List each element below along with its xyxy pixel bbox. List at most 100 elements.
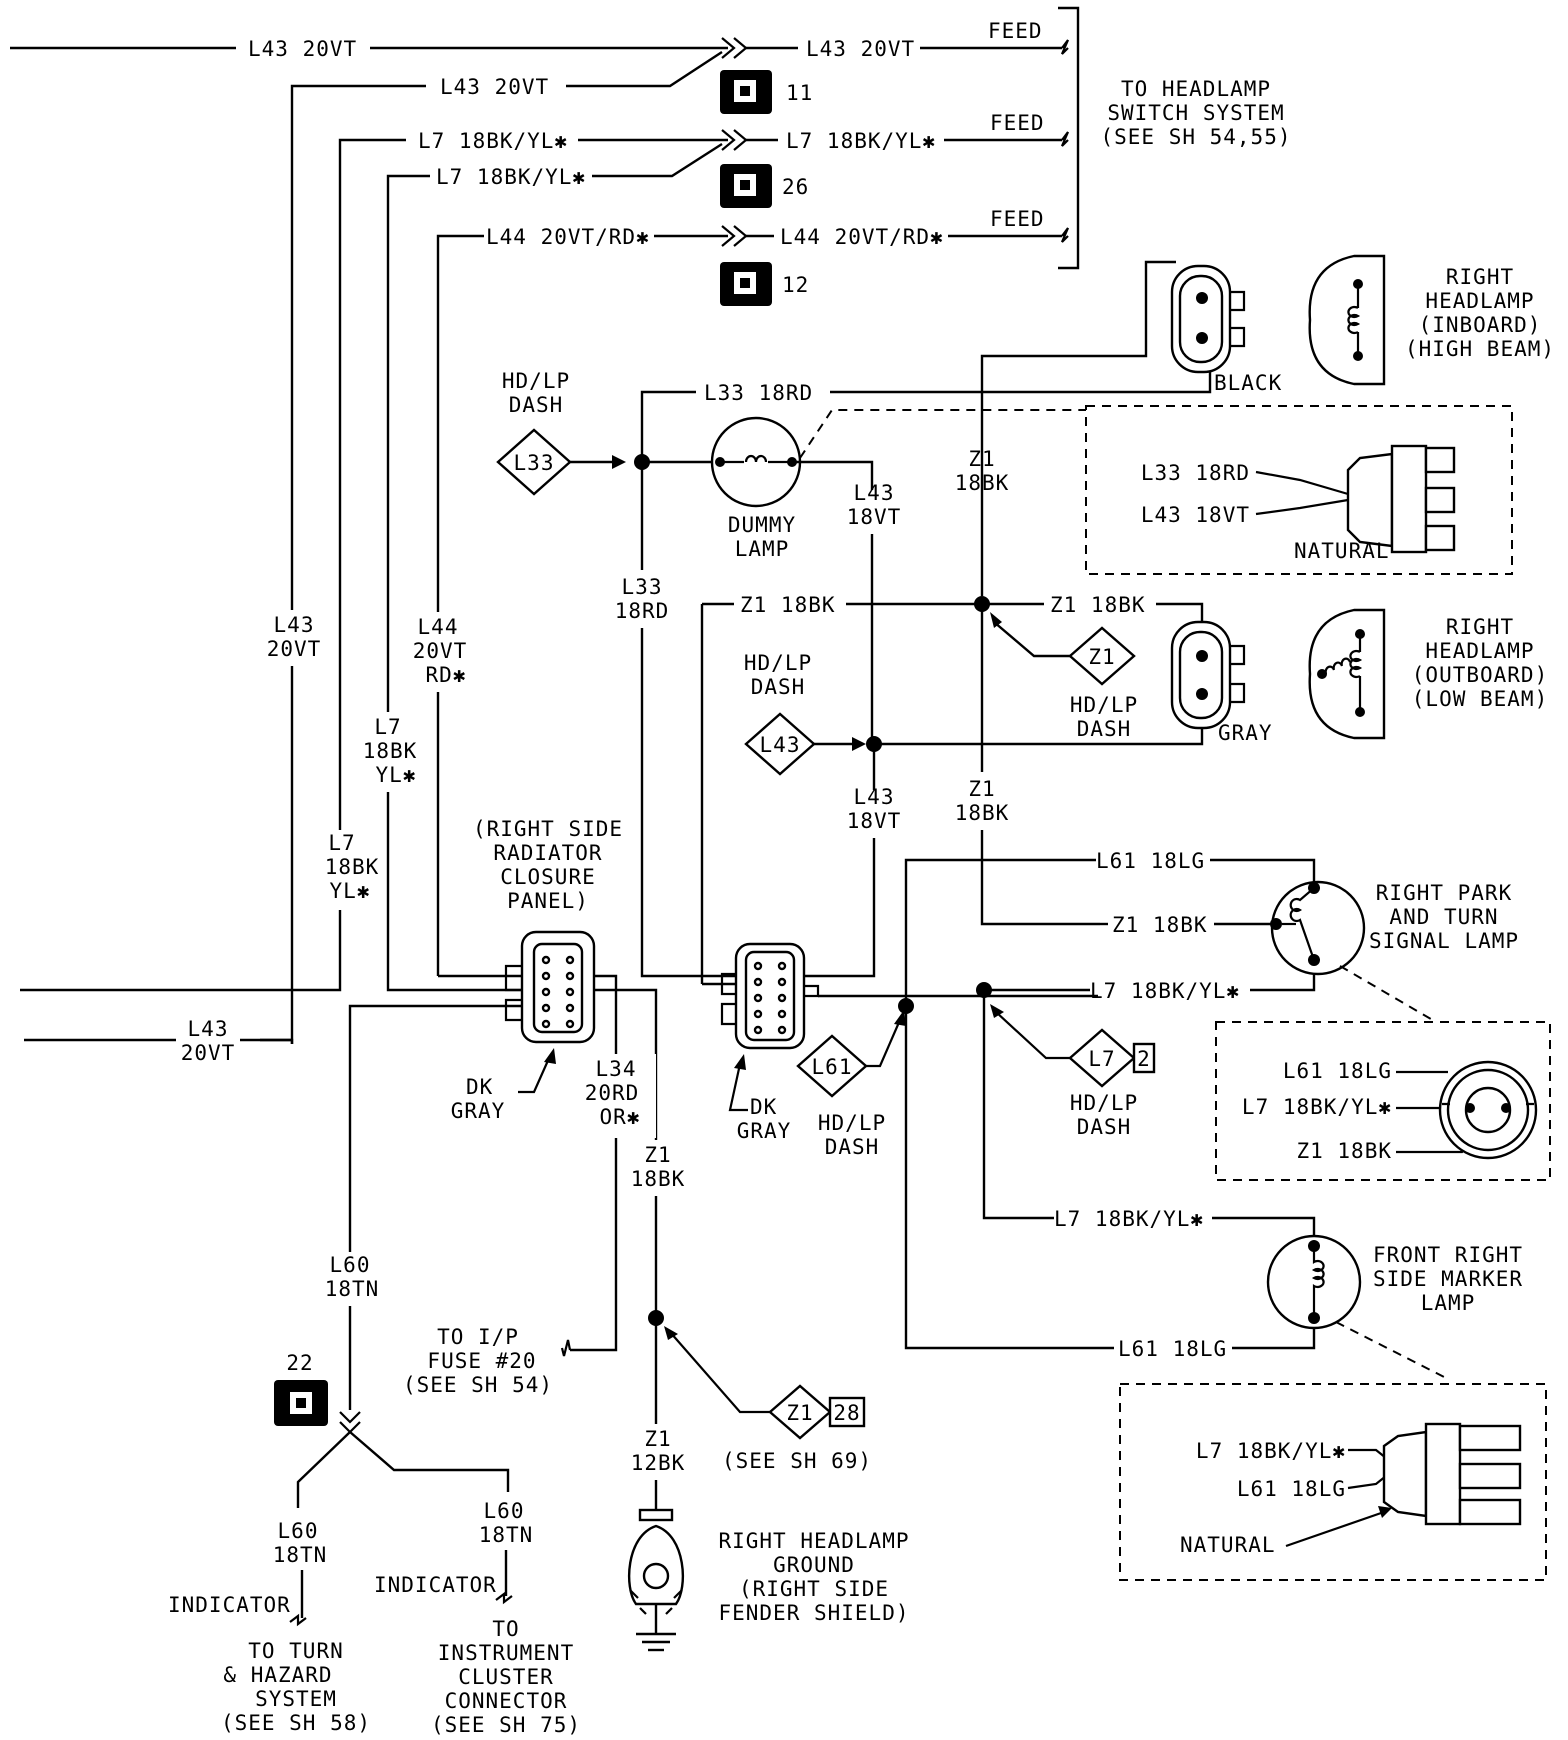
arrow-icon [544,1048,556,1064]
vertical-label: L43 [274,613,315,637]
vertical-label: YL✱ [376,763,417,787]
cavity-12-icon [720,262,772,306]
feed-label: FEED [990,111,1045,135]
hdlp-dash-label: HD/LP [1070,693,1138,717]
radiator-closure-label: (RIGHT SIDE RADIATOR CLOSURE PANEL) [473,817,622,913]
hdlp-dash-label: DASH [825,1135,880,1159]
vertical-label: Z1 [968,777,995,801]
tag-label: L43 [760,733,801,757]
vertical-label: L60 [484,1499,525,1523]
inset-wire-label: L7 18BK/YL✱ [1242,1095,1392,1119]
dummy-lamp-label: LAMP [735,537,790,561]
wire-label: L44 20VT/RD✱ [486,225,650,249]
feed-label: FEED [988,19,1043,43]
cavity-22-icon [274,1380,328,1426]
wire-label: L43 20VT [806,37,915,61]
inset-wire-label: L43 18VT [1141,503,1250,527]
to-ip-fuse-label: TO I/P FUSE #20 (SEE SH 54) [403,1325,552,1397]
inset-wire-label: L33 18RD [1141,461,1250,485]
wire-label: L43 20VT [248,37,357,61]
svg-text:FUSE #20: FUSE #20 [427,1349,536,1373]
dk-gray-connector-right-icon [720,942,820,1050]
park-turn-lamp-icon [1270,880,1366,976]
vertical-label: L33 [622,575,663,599]
bracket [1058,6,1080,270]
svg-text:SWITCH SYSTEM: SWITCH SYSTEM [1107,101,1284,125]
vertical-label: 20VT [181,1041,236,1065]
see-sh-69-label: (SEE SH 69) [722,1449,872,1473]
inset-wire-label: Z1 18BK [1296,1139,1392,1163]
dk-gray-label: GRAY [451,1099,506,1123]
vertical-label: 18BK [363,739,418,763]
vertical-label: 18VT [847,809,902,833]
left-vertical-labels: L43 20VT L7 18BK YL✱ L7 18BK YL✱ L44 20V… [24,610,480,1066]
svg-text:TO I/P: TO I/P [437,1325,519,1349]
vertical-label: 18VT [847,505,902,529]
dk-gray-connector-left-icon [504,930,596,1044]
wire-label: Z1 18BK [1112,913,1208,937]
vertical-label: 18TN [325,1277,380,1301]
headlamp-ground-label: RIGHT HEADLAMP GROUND (RIGHT SIDE FENDER… [718,1529,909,1625]
tag-label: Z1 [1088,645,1115,669]
arrow-icon [852,737,866,751]
diamond-tag-icon [1068,626,1136,686]
cavity-number: 26 [782,175,809,199]
svg-text:RADIATOR: RADIATOR [493,841,602,865]
side-marker-lamp-icon [1266,1234,1362,1330]
park-socket-icon [1438,1060,1538,1160]
inset-box [1119,1383,1547,1581]
side-marker-label: FRONT RIGHT SIDE MARKER LAMP [1373,1243,1522,1315]
arrow-icon [612,455,626,469]
vertical-label: 20VT [267,637,322,661]
svg-text:TO HEADLAMP: TO HEADLAMP [1121,77,1271,101]
hdlp-dash-label: HD/LP [1070,1091,1138,1115]
hdlp-dash-label: DASH [1077,717,1132,741]
radiator-connectors: (RIGHT SIDE RADIATOR CLOSURE PANEL) DK G… [20,700,820,1352]
gray-connector-icon [1170,620,1246,730]
vertical-label: 18BK [631,1167,686,1191]
svg-text:SIGNAL LAMP: SIGNAL LAMP [1369,929,1519,953]
svg-text:SYSTEM: SYSTEM [255,1687,337,1711]
wire-label: L61 18LG [1118,1337,1227,1361]
hdlp-dash-label: DASH [1077,1115,1132,1139]
connector-color-label: BLACK [1214,371,1282,395]
inline-connector-icon [339,1411,361,1434]
vertical-label: 12BK [631,1451,686,1475]
natural-label: NATURAL [1294,539,1390,563]
circuit-box-icon [1132,1042,1156,1074]
vertical-label: Z1 [644,1143,671,1167]
hdlp-dash-label: HD/LP [744,651,812,675]
svg-text:TO TURN: TO TURN [248,1639,344,1663]
svg-text:RIGHT HEADLAMP: RIGHT HEADLAMP [718,1529,909,1553]
dk-gray-label: DK [466,1075,493,1099]
svg-text:RIGHT: RIGHT [1446,265,1514,289]
splice-dot-icon [648,1310,664,1326]
marker-socket-icon [1382,1422,1522,1526]
svg-text:CLUSTER: CLUSTER [458,1665,554,1689]
continuation-icon [560,1339,572,1357]
svg-text:& HAZARD: & HAZARD [223,1663,332,1687]
headlamp-inboard-icon [1308,254,1386,386]
indicator-label: INDICATOR [374,1573,497,1597]
wire-label: L43 20VT [440,75,549,99]
natural-label: NATURAL [1180,1533,1276,1557]
vertical-label: 18BK [325,855,380,879]
arrow-icon [734,1054,746,1070]
ground-icon [627,1508,685,1652]
vertical-label: Z1 [968,447,995,471]
cavity-number: 12 [782,273,809,297]
vertical-label: L43 [854,481,895,505]
svg-text:TO: TO [492,1617,519,1641]
park-marker-section: L7 18BK/YL✱ L61 18LG Z1 18BK RIGHT PARK … [796,849,1551,1581]
svg-text:HEADLAMP: HEADLAMP [1425,289,1534,313]
svg-text:GROUND: GROUND [773,1553,855,1577]
top-feed-section: L43 20VT L43 20VT FEED L43 20VT 11 L7 18… [10,6,1291,830]
cavity-26-icon [720,164,772,208]
vertical-label: 18TN [479,1523,534,1547]
svg-text:(INBOARD): (INBOARD) [1419,313,1542,337]
svg-text:INSTRUMENT: INSTRUMENT [438,1641,574,1665]
svg-text:(SEE SH 75): (SEE SH 75) [431,1713,581,1737]
wire-label: L33 18RD [704,381,813,405]
vertical-label: RD✱ [426,663,467,687]
